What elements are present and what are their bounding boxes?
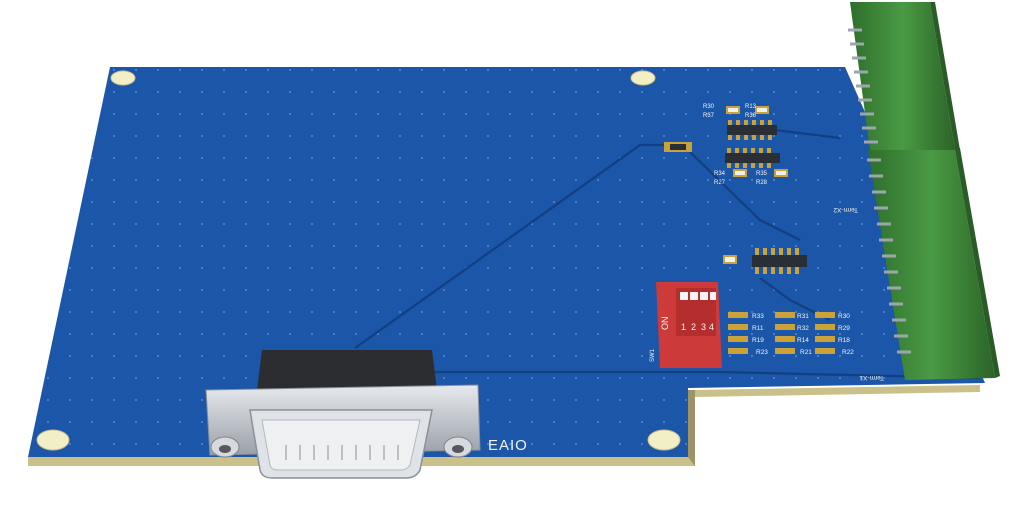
smd-resistors-upper [664, 106, 788, 177]
terminal-block-face [955, 148, 1000, 378]
dip-position-label: 1 [681, 322, 686, 332]
resistor-label: R19 [752, 337, 764, 344]
resistor-label: R35 [756, 171, 768, 177]
resistor-label: R14 [797, 337, 809, 344]
resistor-label: R31 [797, 313, 809, 320]
dip-switch-actuators [680, 292, 716, 300]
upper-resistor-labels: R30 R13 R37 R36 R34 R35 R27 R28 [703, 104, 768, 186]
terminal-label-x2: Term-X2 [833, 206, 858, 213]
resistor-label: R18 [838, 337, 850, 344]
resistor-label: R22 [842, 349, 854, 356]
ic-package [725, 153, 780, 163]
terminal-block-body [850, 2, 955, 150]
mounting-hole [110, 70, 136, 86]
board-name-label: EAIO [488, 437, 528, 454]
mounting-hole [647, 429, 681, 451]
resistor-label: R34 [714, 171, 726, 177]
terminal-screw-slots [848, 28, 911, 354]
dip-position-label: 2 [691, 322, 696, 332]
resistor-label: R36 [745, 113, 757, 119]
resistor-label: R33 [752, 313, 764, 320]
dip-designator: SW1 [650, 348, 656, 362]
board-edge-notch [688, 390, 695, 466]
lower-resistor-array [728, 312, 835, 354]
dip-position-label: 4 [709, 322, 714, 332]
resistor-label: R11 [752, 325, 764, 332]
resistor-label: R21 [800, 349, 812, 356]
resistor-label: R27 [714, 180, 726, 186]
dip-on-label: ON [660, 317, 670, 331]
dsub-connector[interactable] [205, 350, 481, 479]
board-via-grid [28, 67, 985, 457]
terminal-label-x1: Term-X1 [859, 374, 884, 381]
copper-traces [354, 128, 981, 380]
resistor-label: R28 [756, 180, 768, 186]
resistor-label: R30 [838, 313, 850, 320]
lower-resistor-labels: R33 R31 R30 R11 R32 R29 R19 R14 R18 R23 … [752, 313, 854, 356]
resistor-label: R13 [745, 104, 757, 110]
terminal-block-x2[interactable] [850, 2, 960, 150]
mounting-hole [36, 429, 70, 451]
dip-position-label: 3 [701, 322, 706, 332]
upper-component-cluster [664, 106, 807, 274]
terminal-block-body [868, 150, 995, 380]
dsub-shell-inner [261, 419, 421, 471]
ic-package [752, 255, 807, 267]
terminal-block-x1[interactable] [868, 148, 1000, 380]
smd-capacitor [723, 255, 737, 264]
resistor-label: R32 [797, 325, 809, 332]
dsub-pin-row [285, 445, 399, 460]
resistor-label: R37 [703, 113, 715, 119]
pcb-board [28, 67, 985, 466]
terminal-block-face [930, 2, 960, 150]
dip-switch[interactable]: 1 2 3 4 ON SW1 [650, 282, 722, 368]
board-edge-right-lower [695, 385, 980, 397]
ic-package [727, 125, 777, 135]
mounting-hole [630, 70, 656, 86]
resistor-label: R23 [756, 349, 768, 356]
dsub-backshell [256, 350, 438, 398]
resistor-label: R29 [838, 325, 850, 332]
resistor-label: R30 [703, 104, 715, 110]
